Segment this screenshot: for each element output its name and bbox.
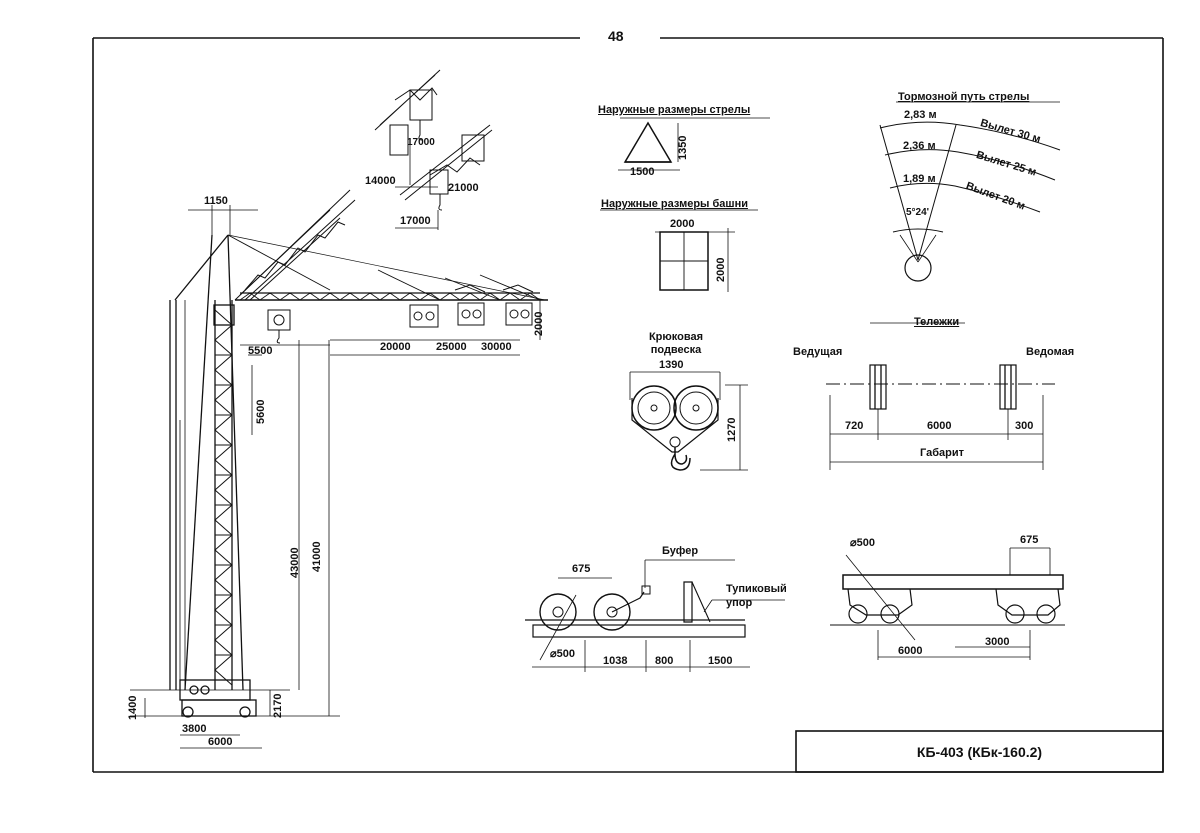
braking-angle: 5°24' bbox=[906, 207, 930, 218]
crane-dim-incline-2: 14000 bbox=[365, 175, 396, 187]
bogie-driven-label: Ведомая bbox=[1026, 346, 1075, 358]
boom-angle-sketches bbox=[374, 69, 493, 230]
tower-section-width: 2000 bbox=[670, 218, 695, 230]
crane-dim-incline-1: 17000 bbox=[407, 137, 435, 148]
crane-dim-height-2: 41000 bbox=[311, 541, 323, 572]
buffer-dim-diameter: ⌀500 bbox=[550, 648, 575, 660]
braking-distance-3: 1,89 м bbox=[903, 173, 936, 185]
crane-dim-hook-height: 2000 bbox=[533, 311, 545, 336]
hook-block-title: Крюковая подвеска bbox=[632, 331, 720, 357]
bogie-dim-left: 720 bbox=[845, 420, 864, 432]
stop-label-line-1: Тупиковый bbox=[726, 583, 787, 595]
bogies-sketch bbox=[826, 322, 1055, 470]
braking-title: Тормозной путь стрелы bbox=[898, 91, 1030, 103]
bogies-title: Тележки bbox=[914, 316, 960, 328]
page-number: 48 bbox=[598, 28, 634, 44]
crane-dim-top-width: 1150 bbox=[204, 195, 228, 207]
tower-section-height: 2000 bbox=[715, 257, 727, 282]
braking-distance-2: 2,36 м bbox=[903, 140, 936, 152]
buffer-dim-2: 800 bbox=[655, 655, 674, 667]
crane-dim-base-3: 3800 bbox=[182, 723, 207, 735]
braking-distance-1: 2,83 м bbox=[904, 109, 937, 121]
tower-section-title: Наружные размеры башни bbox=[601, 198, 748, 210]
crane-dim-base-4: 6000 bbox=[208, 736, 233, 748]
crane-dim-jib-1: 5500 bbox=[248, 345, 273, 357]
tower-section-sketch bbox=[600, 209, 758, 292]
undercarriage-dim-base: 6000 bbox=[898, 645, 923, 657]
undercarriage-dim-diameter: ⌀500 bbox=[850, 537, 875, 549]
crane-dim-section: 5600 bbox=[255, 399, 267, 424]
title-block: КБ-403 (КБк-160.2) bbox=[916, 743, 1043, 760]
tower-crane-elevation bbox=[130, 189, 548, 749]
bogie-dim-mid: 6000 bbox=[927, 420, 952, 432]
crane-dim-jib-4: 30000 bbox=[481, 341, 512, 353]
hook-block-sketch bbox=[629, 371, 748, 471]
boom-section-sketch bbox=[618, 117, 770, 171]
crane-dim-height-1: 43000 bbox=[289, 547, 301, 578]
bogie-drive-label: Ведущая bbox=[793, 346, 843, 358]
undercarriage-dim-wheel-gap: 675 bbox=[1020, 534, 1039, 546]
buffer-stop-sketch bbox=[525, 559, 785, 672]
stop-label-line-2: упор bbox=[726, 597, 753, 609]
bogie-dim-right: 300 bbox=[1015, 420, 1034, 432]
boom-section-height: 1350 bbox=[677, 135, 689, 160]
crane-dim-base-1: 1400 bbox=[127, 695, 139, 720]
buffer-dim-wheel-gap: 675 bbox=[572, 563, 591, 575]
crane-dim-incline-3: 21000 bbox=[448, 182, 479, 194]
hook-block-width: 1390 bbox=[659, 359, 684, 371]
hook-title-line-1: Крюковая bbox=[648, 331, 704, 343]
bogie-gabarit: Габарит bbox=[920, 447, 964, 459]
crane-dim-jib-3: 25000 bbox=[436, 341, 467, 353]
hook-block-height: 1270 bbox=[726, 417, 738, 442]
buffer-label: Буфер bbox=[662, 545, 699, 557]
crane-dim-jib-2: 20000 bbox=[380, 341, 411, 353]
boom-section-title: Наружные размеры стрелы bbox=[598, 104, 751, 116]
sheet-frame bbox=[92, 37, 1164, 773]
buffer-dim-1: 1038 bbox=[603, 655, 628, 667]
crane-dim-incline-4: 17000 bbox=[400, 215, 431, 227]
buffer-dim-3: 1500 bbox=[708, 655, 733, 667]
hook-title-line-2: подвеска bbox=[650, 344, 702, 356]
undercarriage-dim-half: 3000 bbox=[985, 636, 1010, 648]
braking-distance-sketch bbox=[879, 101, 1061, 282]
boom-section-width: 1500 bbox=[630, 166, 655, 178]
undercarriage-sketch bbox=[830, 547, 1065, 660]
crane-dim-base-2: 2170 bbox=[272, 693, 284, 718]
